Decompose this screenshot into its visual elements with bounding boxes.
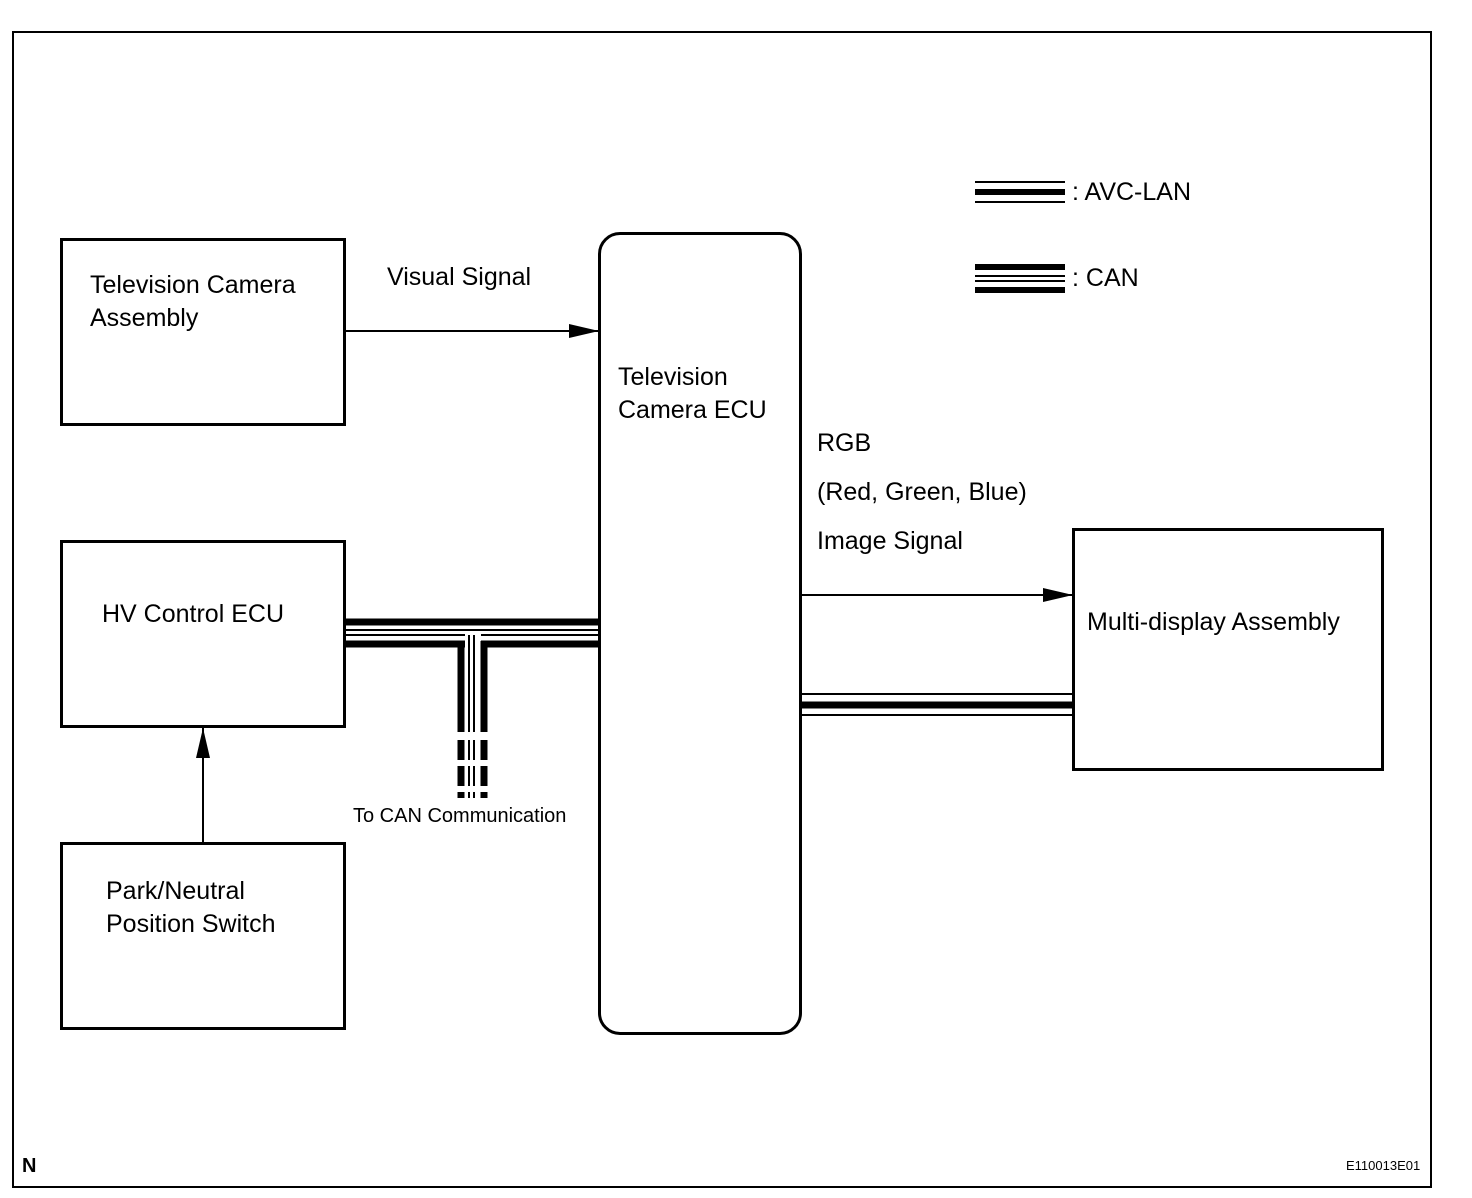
multi-display-label: Multi-display Assembly bbox=[1087, 608, 1340, 636]
camera-ecu-box bbox=[598, 232, 802, 1035]
corner-mark-n: N bbox=[22, 1155, 37, 1177]
camera-assembly-label: Television Camera Assembly bbox=[90, 271, 296, 332]
to-can-label: To CAN Communication bbox=[353, 805, 567, 827]
rgb-label-line1: RGB bbox=[817, 429, 872, 457]
pn-switch-label: Park/Neutral Position Switch bbox=[106, 877, 276, 938]
multi-display-box bbox=[1072, 528, 1384, 771]
legend-can-label: : CAN bbox=[1072, 264, 1139, 292]
camera-assembly-box bbox=[60, 238, 346, 426]
pn-switch-box bbox=[60, 842, 346, 1030]
legend-can-symbol bbox=[975, 264, 1065, 293]
can-bus-hv-to-ecu bbox=[345, 618, 599, 648]
hv-control-ecu-box bbox=[60, 540, 346, 728]
hv-control-ecu-label: HV Control ECU bbox=[102, 600, 284, 628]
avc-lan-ecu-to-display bbox=[801, 693, 1073, 716]
rgb-label-line3: Image Signal bbox=[817, 527, 963, 555]
legend-avc-lan-label: : AVC-LAN bbox=[1072, 178, 1192, 206]
camera-ecu-label: Television Camera ECU bbox=[618, 363, 767, 424]
visual-signal-label: Visual Signal bbox=[387, 263, 532, 291]
legend-avc-lan-symbol bbox=[975, 181, 1065, 203]
can-branch bbox=[457, 635, 488, 798]
figure-code: E110013E01 bbox=[1346, 1158, 1421, 1173]
rgb-label-line2: (Red, Green, Blue) bbox=[817, 478, 1027, 506]
diagram-frame bbox=[12, 31, 1432, 1188]
